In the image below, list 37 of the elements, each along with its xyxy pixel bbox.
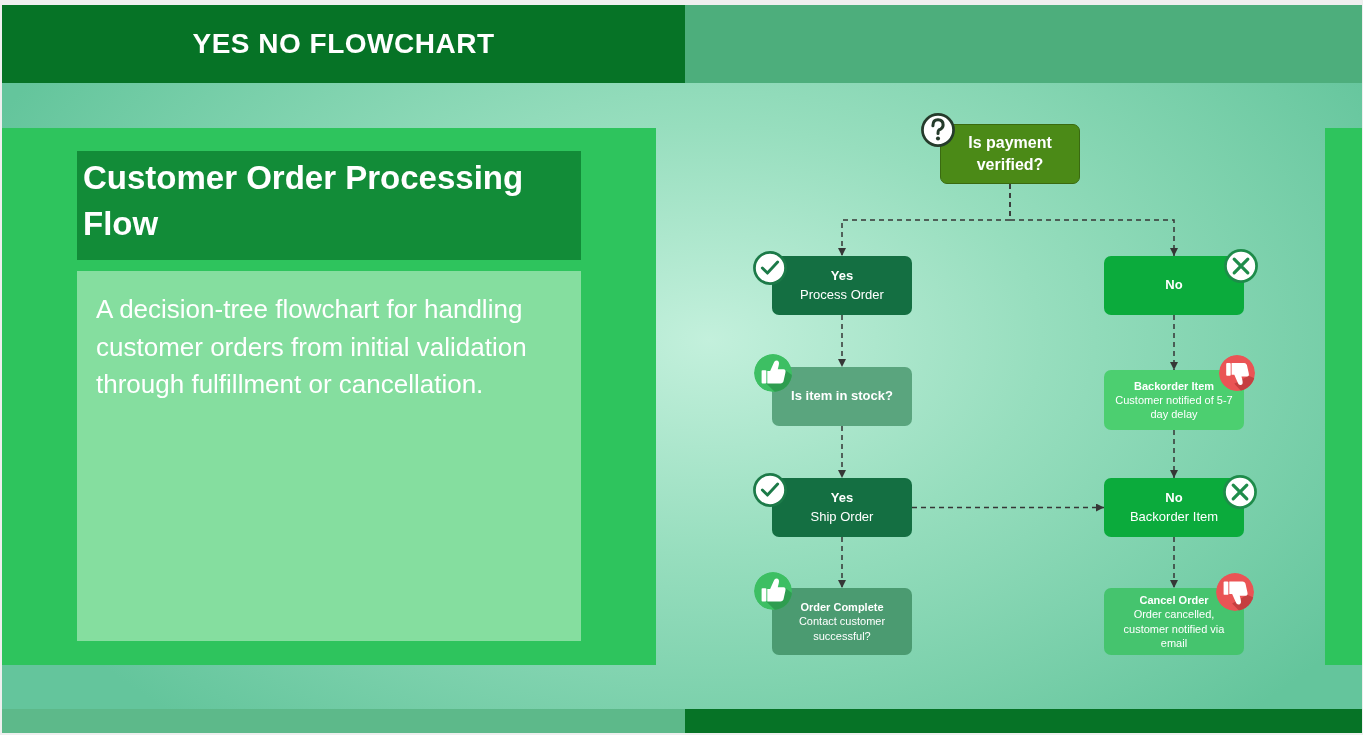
node-text: Order cancelled, customer notified via email (1122, 607, 1226, 651)
result-node (772, 588, 912, 655)
node-title: Cancel Order (1139, 592, 1209, 608)
title: YES NO FLOWCHART (192, 28, 495, 60)
result-node (1104, 588, 1244, 655)
process-node (1104, 256, 1244, 315)
connector-arrow (1170, 536, 1178, 589)
connector-arrow (1170, 429, 1178, 479)
node-title: No (1165, 276, 1183, 295)
heading-panel (77, 151, 581, 260)
connector-arrow (911, 503, 1105, 512)
connector-arrow (1170, 314, 1178, 371)
node-title: Is item in stock? (791, 387, 893, 406)
process-node (772, 478, 912, 537)
node-title: Yes (830, 489, 854, 508)
description-panel (77, 271, 581, 641)
result-node (1104, 370, 1244, 430)
process-node (772, 256, 912, 315)
connector-arrow (838, 425, 846, 479)
connector-arrow (838, 314, 846, 368)
connector-arrow (838, 536, 846, 589)
decision-node (772, 367, 912, 426)
node-text: Contact customer successful? (797, 614, 887, 643)
node-text: Ship Order (810, 507, 874, 526)
node-text: Process Order (800, 285, 884, 304)
node-title: Order Complete (800, 600, 884, 615)
description: A decision-tree flowchart for handling customer orders from initial validation through fulfillment or cancellation. (96, 293, 528, 402)
decision-node (940, 124, 1080, 184)
node-title: No (1165, 489, 1183, 508)
heading: Customer Order Processing Flow (83, 158, 525, 245)
node-title: Backorder Item (1133, 378, 1215, 393)
node-text: Backorder Item (1129, 507, 1219, 526)
process-node (1104, 478, 1244, 537)
connector-arrow (1009, 183, 1178, 257)
node-title: Is payment verified? (967, 132, 1053, 175)
node-title: Yes (830, 267, 854, 286)
node-text: Customer notified of 5-7 day delay (1114, 392, 1234, 422)
